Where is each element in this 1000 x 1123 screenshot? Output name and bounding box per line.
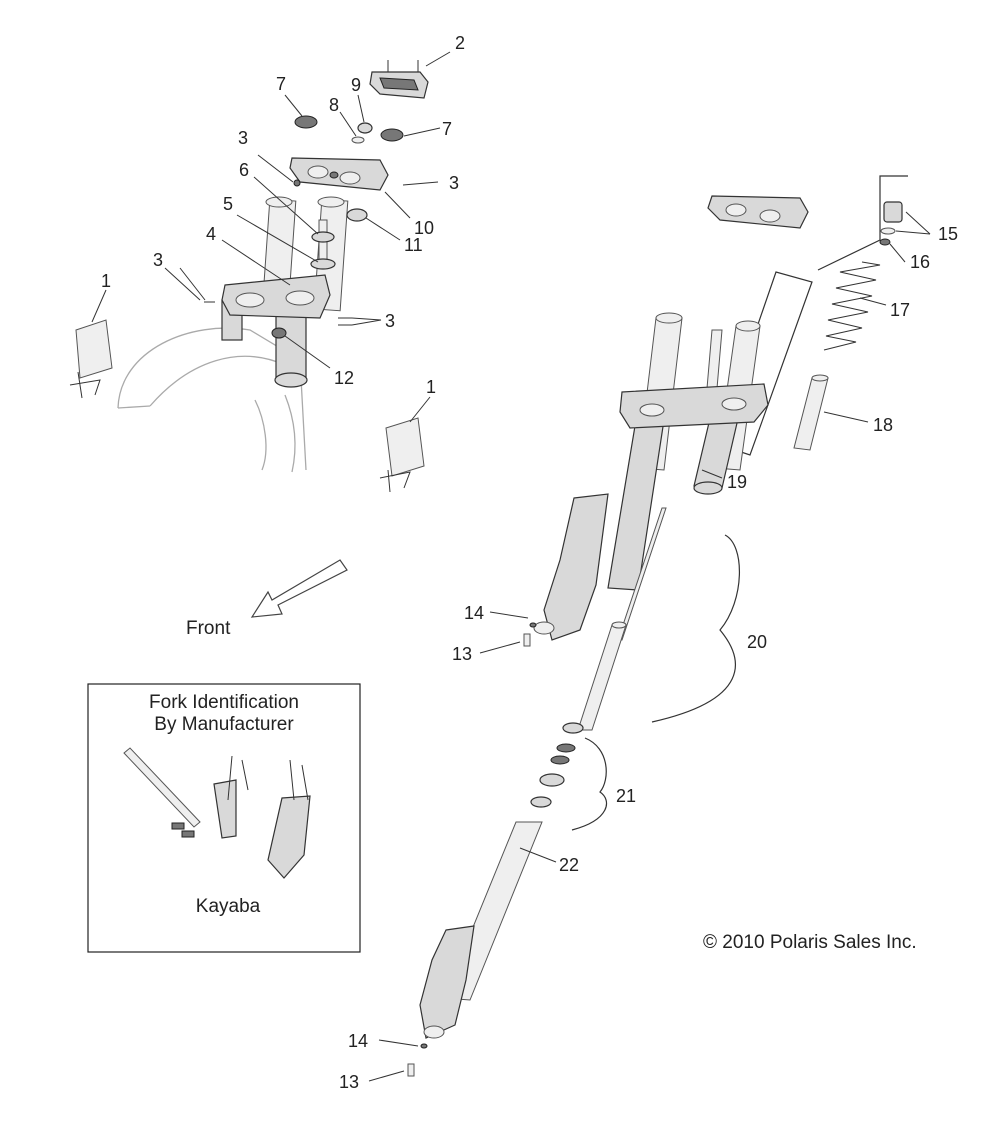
- callout-21: 21: [616, 786, 636, 806]
- callout-3: 3: [385, 311, 395, 331]
- damper-rod: [617, 507, 667, 641]
- cap-part-15: [883, 201, 903, 223]
- washer-part-16: [879, 238, 891, 246]
- callout-1: 1: [426, 377, 436, 397]
- bracket-20: [651, 534, 741, 723]
- upper-clamp-right: [707, 195, 809, 229]
- fork-guard-right: [379, 417, 425, 493]
- inset-title-line2: By Manufacturer: [154, 714, 294, 735]
- fork-slider-lower: [419, 925, 475, 1039]
- left-leaders: [91, 51, 451, 423]
- right-leaders: [368, 211, 931, 1082]
- callout-2: 2: [455, 33, 465, 53]
- callout-13: 13: [339, 1072, 359, 1092]
- callout-18: 18: [873, 415, 893, 435]
- callout-20: 20: [747, 632, 767, 652]
- callout-15: 15: [938, 224, 958, 244]
- callout-12: 12: [334, 368, 354, 388]
- fork-tubes-right: [607, 312, 761, 591]
- callout-17: 17: [890, 300, 910, 320]
- fender-outline: [117, 327, 307, 471]
- upper-triple-clamp: [289, 157, 389, 191]
- callout-11: 11: [404, 235, 423, 255]
- cap-part-7-left: [294, 115, 318, 129]
- inset-manufacturer: Kayaba: [196, 896, 261, 917]
- spacer-tube: [793, 377, 829, 451]
- bolt-part-13-upper: [523, 633, 531, 647]
- callout-9: 9: [351, 75, 361, 95]
- inset-title-line1: Fork Identification: [149, 692, 299, 713]
- fork-identification-inset: Fork Identification By Manufacturer Kaya…: [87, 683, 361, 953]
- callout-1: 1: [101, 271, 111, 291]
- nut-part-11: [346, 208, 368, 222]
- callout-14: 14: [464, 603, 484, 623]
- bearing-part-6: [311, 231, 335, 243]
- callout-3: 3: [449, 173, 459, 193]
- nut-part-9: [357, 122, 373, 134]
- callout-8: 8: [329, 95, 339, 115]
- callout-7: 7: [442, 119, 452, 139]
- front-direction-arrow: [250, 559, 348, 618]
- callout-13: 13: [452, 644, 472, 664]
- callout-7: 7: [276, 74, 286, 94]
- fork-slider-upper: [543, 493, 609, 641]
- callout-3: 3: [153, 250, 163, 270]
- front-label: Front: [186, 618, 231, 639]
- callout-16: 16: [910, 252, 930, 272]
- bolt-part-13-lower: [407, 1063, 415, 1077]
- fork-guard-left: [69, 319, 113, 399]
- callout-22: 22: [559, 855, 579, 875]
- callout-5: 5: [223, 194, 233, 214]
- callout-19: 19: [727, 472, 747, 492]
- callout-3: 3: [238, 128, 248, 148]
- nut-part-12: [271, 327, 287, 339]
- callout-4: 4: [206, 224, 216, 244]
- callout-14: 14: [348, 1031, 368, 1051]
- left-fork-assembly: [69, 51, 451, 618]
- callout-10: 10: [414, 218, 434, 238]
- seal-set: [530, 722, 584, 808]
- copyright-notice: © 2010 Polaris Sales Inc.: [703, 932, 917, 953]
- cap-part-7-right: [380, 128, 404, 142]
- fork-spring: [823, 261, 881, 351]
- callout-numbers: 1 1 2 3 3 3 3 4 5 6 7 7 8 9 10 11 12 13 …: [101, 33, 958, 1092]
- lower-clamp-right: [619, 383, 769, 429]
- callout-6: 6: [239, 160, 249, 180]
- washer-part-8: [351, 136, 365, 144]
- bracket-21: [571, 737, 608, 831]
- right-fork-assembly: [368, 175, 931, 1082]
- bracket-15: [817, 175, 908, 271]
- kayaba-fork-illustration: [123, 747, 311, 879]
